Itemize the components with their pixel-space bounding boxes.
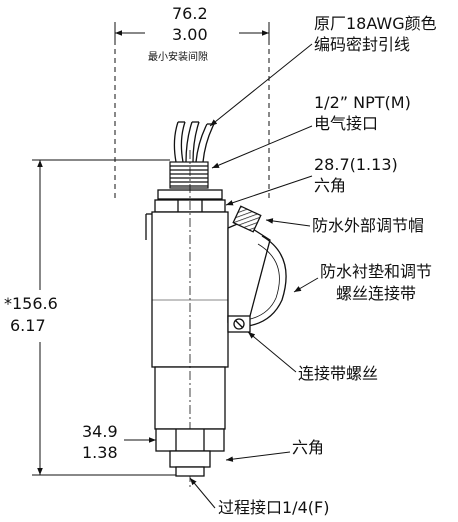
- height-dimension: [32, 159, 176, 476]
- hex-bottom-label: 六角: [292, 438, 325, 457]
- bottom-hex: [155, 428, 225, 452]
- gasket-line2: 螺丝连接带: [336, 284, 417, 303]
- conduit-thread: [169, 161, 209, 189]
- conduit-line1: 1/2” NPT(M): [314, 93, 411, 112]
- height-mm: *156.6: [4, 294, 58, 313]
- adjustment-cap-assembly: [227, 205, 287, 333]
- hex-top-label: 六角: [314, 176, 347, 195]
- process-port-label: 过程接口1/4(F): [218, 498, 330, 517]
- lead-wires: [173, 121, 215, 163]
- process-port: [169, 450, 211, 477]
- switch-body: [145, 211, 229, 430]
- gasket-line1: 防水衬垫和调节: [320, 262, 433, 281]
- height-in: 6.17: [10, 316, 46, 335]
- leads-line1: 原厂18AWG颜色: [314, 14, 437, 33]
- hex-bottom-in: 1.38: [82, 443, 118, 462]
- width-dimension: [114, 22, 270, 200]
- hex-bottom-mm: 34.9: [82, 422, 118, 441]
- leads-line2: 编码密封引线: [314, 35, 411, 54]
- cap-label: 防水外部调节帽: [312, 216, 425, 235]
- width-mm: 76.2: [172, 4, 208, 23]
- conduit-line2: 电气接口: [314, 114, 379, 133]
- width-in: 3.00: [172, 25, 208, 44]
- min-clearance: 最小安装间隙: [148, 52, 208, 63]
- strap-screw-label: 连接带螺丝: [298, 364, 379, 383]
- hex-top-size: 28.7(1.13): [314, 155, 398, 174]
- leader-lines: [189, 43, 319, 509]
